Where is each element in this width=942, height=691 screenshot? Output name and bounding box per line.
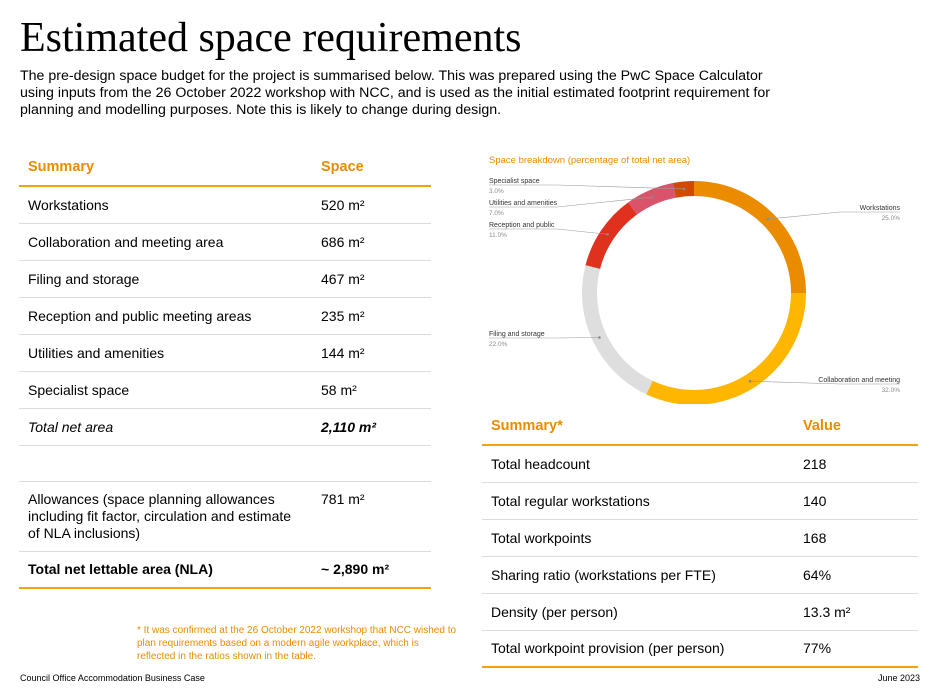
empty-cell xyxy=(312,445,431,481)
row-value: 140 xyxy=(803,492,827,509)
slice-value-label: 3.0% xyxy=(489,188,504,195)
leader-line xyxy=(767,211,900,220)
page-title: Estimated space requirements xyxy=(20,15,522,61)
leader-line xyxy=(489,184,685,190)
column-header-value: Value xyxy=(803,417,841,434)
leader-dot xyxy=(606,232,609,236)
row-value: 520 m² xyxy=(321,196,365,213)
leader-dot xyxy=(598,336,601,339)
table-row: Workstations 520 m² xyxy=(19,186,431,223)
column-header-summary: Summary xyxy=(28,158,95,175)
row-label: Utilities and amenities xyxy=(28,344,165,361)
row-value: 144 m² xyxy=(321,344,365,361)
row-label: Total workpoints xyxy=(491,529,592,546)
footnote: * It was confirmed at the 26 October 202… xyxy=(137,625,457,662)
table-row: Specialist space 58 m² xyxy=(19,371,431,408)
table-row: Density (per person) 13.3 m² xyxy=(482,593,918,630)
row-label: Total workpoint provision (per person) xyxy=(491,640,725,657)
leader-line xyxy=(749,380,900,385)
leader-dot xyxy=(651,195,654,199)
leader-line xyxy=(489,228,608,235)
row-value: 168 xyxy=(803,529,827,546)
row-label: Density (per person) xyxy=(491,603,618,620)
table-row: Total headcount 218 xyxy=(482,445,918,482)
donut-slice-reception-and-public xyxy=(585,202,637,269)
leader-line xyxy=(489,196,653,208)
donut-slice-utilities-and-amenities xyxy=(628,182,676,215)
row-label: Specialist space xyxy=(28,381,130,398)
donut-slice-workstations xyxy=(694,181,806,293)
slice-value-label: 32.0% xyxy=(882,387,901,394)
intro-paragraph: The pre-design space budget for the proj… xyxy=(20,68,770,118)
table-row: Filing and storage 467 m² xyxy=(19,260,431,297)
row-label: Total headcount xyxy=(491,455,590,472)
column-header-space: Space xyxy=(321,158,364,175)
slice-value-label: 7.0% xyxy=(489,210,504,217)
table-header-row: Summary* Value xyxy=(482,407,918,445)
row-label: Total net area xyxy=(28,418,114,435)
slice-label: Reception and public xyxy=(489,222,555,229)
row-value: 64% xyxy=(803,566,832,583)
leader-dot xyxy=(748,379,752,383)
row-label: Total regular workstations xyxy=(491,492,650,509)
total-nla-row: Total net lettable area (NLA) ~ 2,890 m² xyxy=(19,551,431,588)
empty-cell xyxy=(19,445,312,481)
row-label: Total net lettable area (NLA) xyxy=(28,561,213,578)
footer-document-title: Council Office Accommodation Business Ca… xyxy=(20,673,205,683)
slice-value-label: 25.0% xyxy=(882,215,901,222)
table-row: Sharing ratio (workstations per FTE) 64% xyxy=(482,556,918,593)
slice-label: Utilities and amenities xyxy=(489,200,558,207)
total-net-area-row: Total net area 2,110 m² xyxy=(19,408,431,445)
slice-value-label: 11.0% xyxy=(489,232,507,239)
donut-slice-collaboration-and-meeting xyxy=(646,293,806,404)
row-label: Allowances (space planning allowances in… xyxy=(28,490,292,541)
row-value: 235 m² xyxy=(321,307,365,324)
slice-label: Filing and storage xyxy=(489,331,545,338)
table-header-row: Summary Space xyxy=(19,148,431,186)
row-label: Collaboration and meeting area xyxy=(28,233,224,250)
chart-title: Space breakdown (percentage of total net… xyxy=(489,155,690,166)
row-value: 77% xyxy=(803,640,832,657)
table-row: Total workpoint provision (per person) 7… xyxy=(482,630,918,667)
table-row: Collaboration and meeting area 686 m² xyxy=(19,223,431,260)
slice-value-label: 22.0% xyxy=(489,341,508,348)
row-label: Reception and public meeting areas xyxy=(28,307,252,324)
footer-date: June 2023 xyxy=(878,673,921,683)
slice-label: Collaboration and meeting xyxy=(818,377,900,384)
leader-dot xyxy=(766,217,770,221)
leader-line xyxy=(489,337,600,339)
row-value: 218 xyxy=(803,455,827,472)
column-header-summary: Summary* xyxy=(491,417,563,434)
donut-slice-filing-and-storage xyxy=(582,265,653,395)
row-value: 467 m² xyxy=(321,270,365,287)
table-row: Total workpoints 168 xyxy=(482,519,918,556)
table-row: Utilities and amenities 144 m² xyxy=(19,334,431,371)
space-breakdown-donut-chart: Space breakdown (percentage of total net… xyxy=(489,155,901,404)
slice-label: Workstations xyxy=(860,205,901,212)
row-label: Workstations xyxy=(28,196,109,213)
row-value: ~ 2,890 m² xyxy=(321,561,390,578)
row-label: Filing and storage xyxy=(28,270,140,287)
table-row: Reception and public meeting areas 235 m… xyxy=(19,297,431,334)
allowances-row: Allowances (space planning allowances in… xyxy=(19,481,431,551)
row-label: Sharing ratio (workstations per FTE) xyxy=(491,566,716,583)
leader-dot xyxy=(682,187,686,191)
spacer-row xyxy=(19,445,431,481)
row-value: 58 m² xyxy=(321,381,357,398)
row-value: 686 m² xyxy=(321,233,365,250)
row-value: 13.3 m² xyxy=(803,603,851,620)
headcount-summary-table: Summary* Value Total headcount 218 Total… xyxy=(482,407,918,668)
space-summary-table: Summary Space Workstations 520 m² Collab… xyxy=(19,148,431,589)
row-value: 781 m² xyxy=(321,490,365,507)
table-row: Total regular workstations 140 xyxy=(482,482,918,519)
slice-label: Specialist space xyxy=(489,178,540,185)
row-value: 2,110 m² xyxy=(321,418,376,435)
